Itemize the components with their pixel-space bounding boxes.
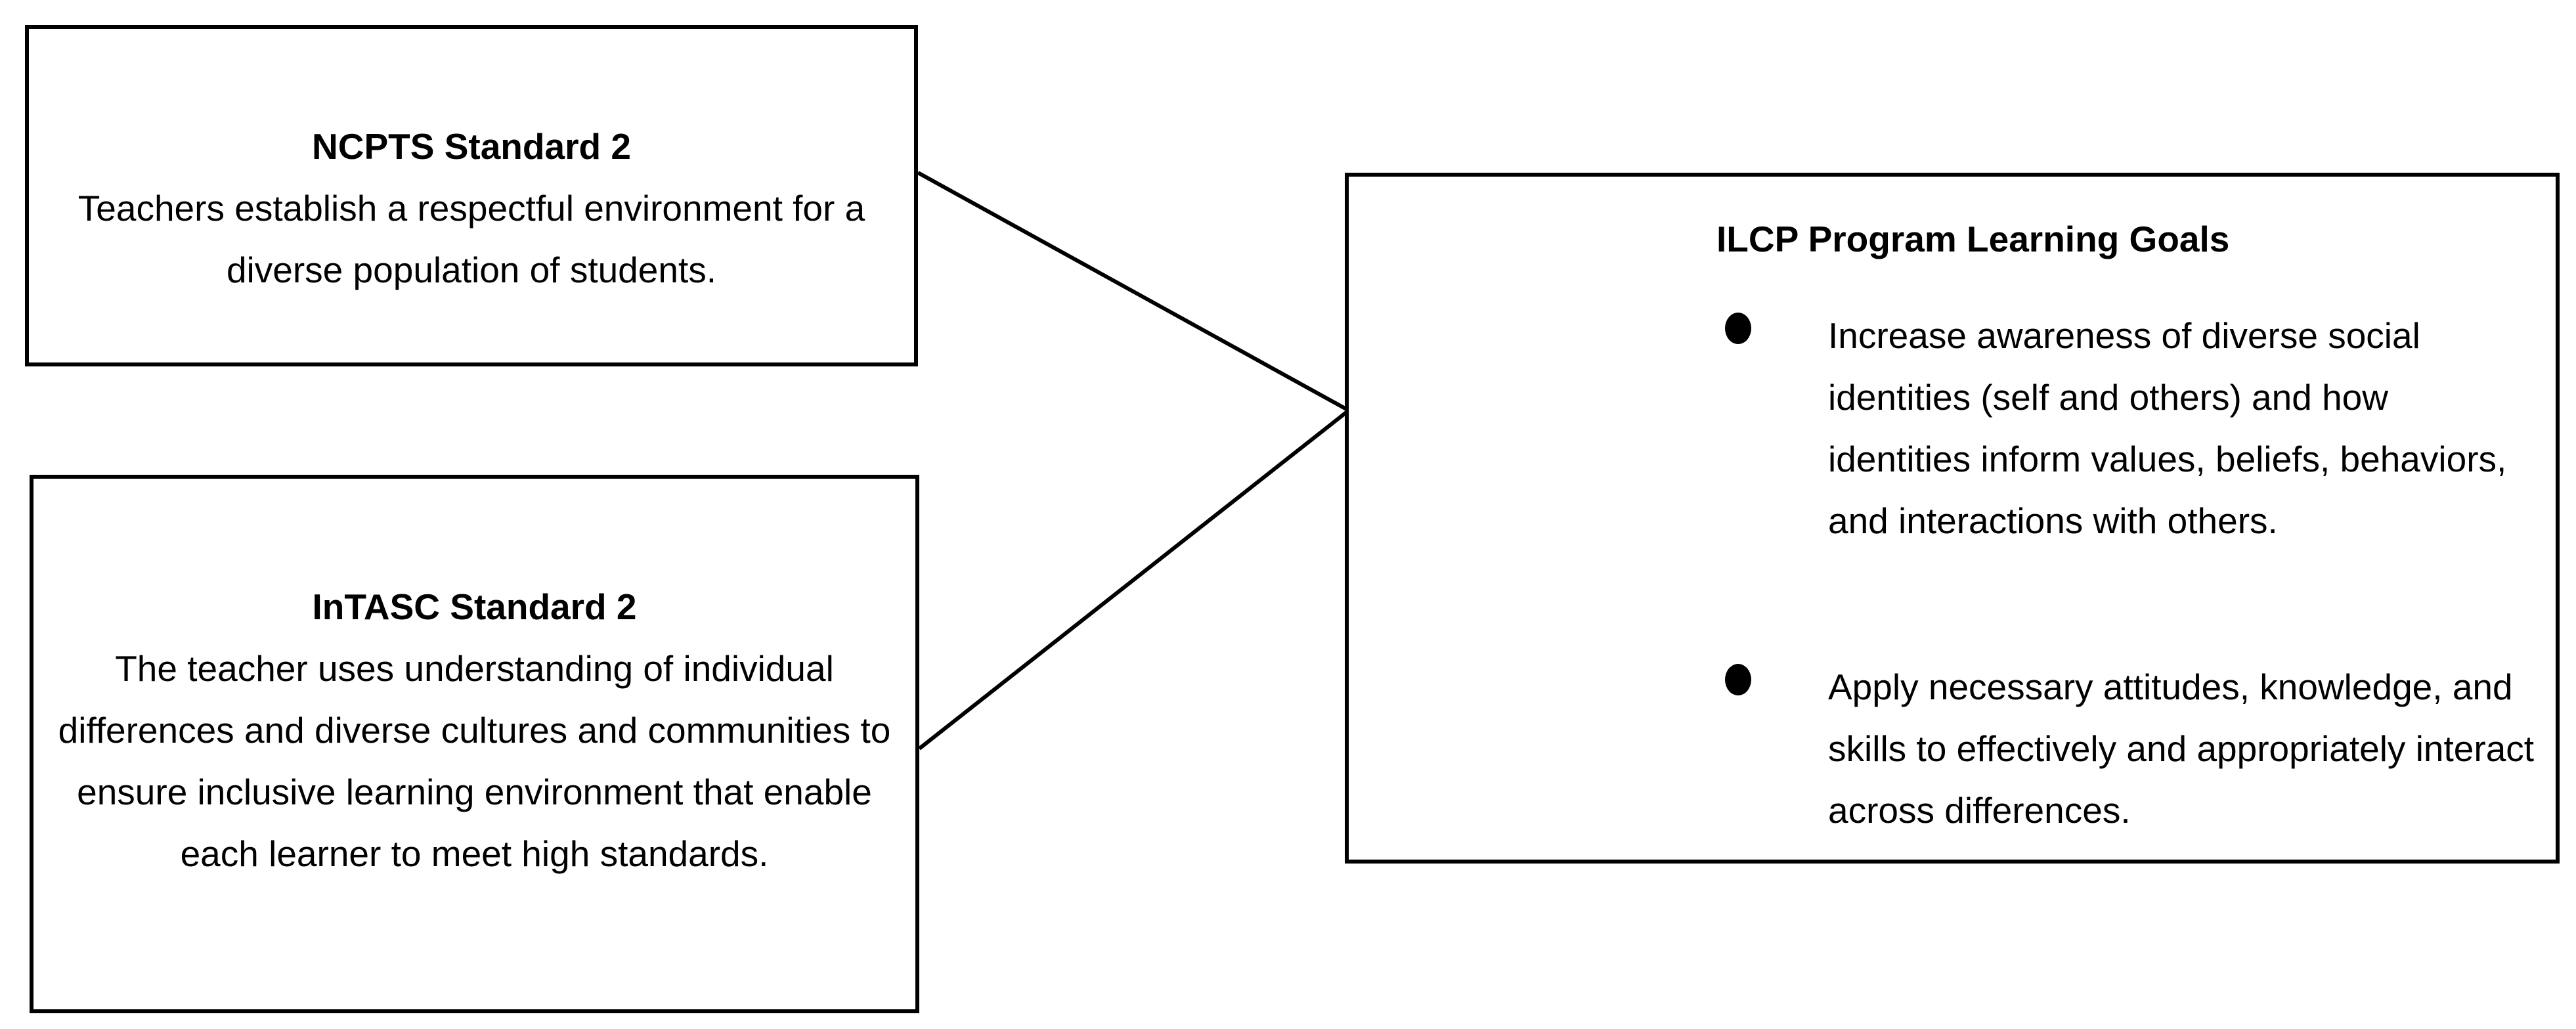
connector-intasc-to-ilcp <box>918 408 1350 751</box>
bullet-icon <box>1725 664 1751 695</box>
goal-text: Increase awareness of diverse social ide… <box>1828 315 2507 541</box>
intasc-standard-title: InTASC Standard 2 <box>312 586 637 627</box>
ncpts-standard-body: Teachers establish a respectful environm… <box>77 188 865 290</box>
ilcp-goals-title: ILCP Program Learning Goals <box>1716 219 2230 259</box>
ilcp-goals-box: ILCP Program Learning Goals Increase awa… <box>1345 173 2560 864</box>
ncpts-standard-box: NCPTS Standard 2 Teachers establish a re… <box>25 25 918 366</box>
ncpts-standard-text: NCPTS Standard 2 Teachers establish a re… <box>29 116 914 301</box>
connector-ncpts-to-ilcp <box>917 171 1350 412</box>
intasc-standard-body: The teacher uses understanding of indivi… <box>58 648 891 874</box>
ncpts-standard-title: NCPTS Standard 2 <box>312 126 631 167</box>
intasc-standard-box: InTASC Standard 2 The teacher uses under… <box>30 475 919 1013</box>
intasc-standard-text: InTASC Standard 2 The teacher uses under… <box>33 576 915 885</box>
goal-text: Apply necessary attitudes, knowledge, an… <box>1828 667 2535 831</box>
bullet-icon <box>1725 313 1751 344</box>
